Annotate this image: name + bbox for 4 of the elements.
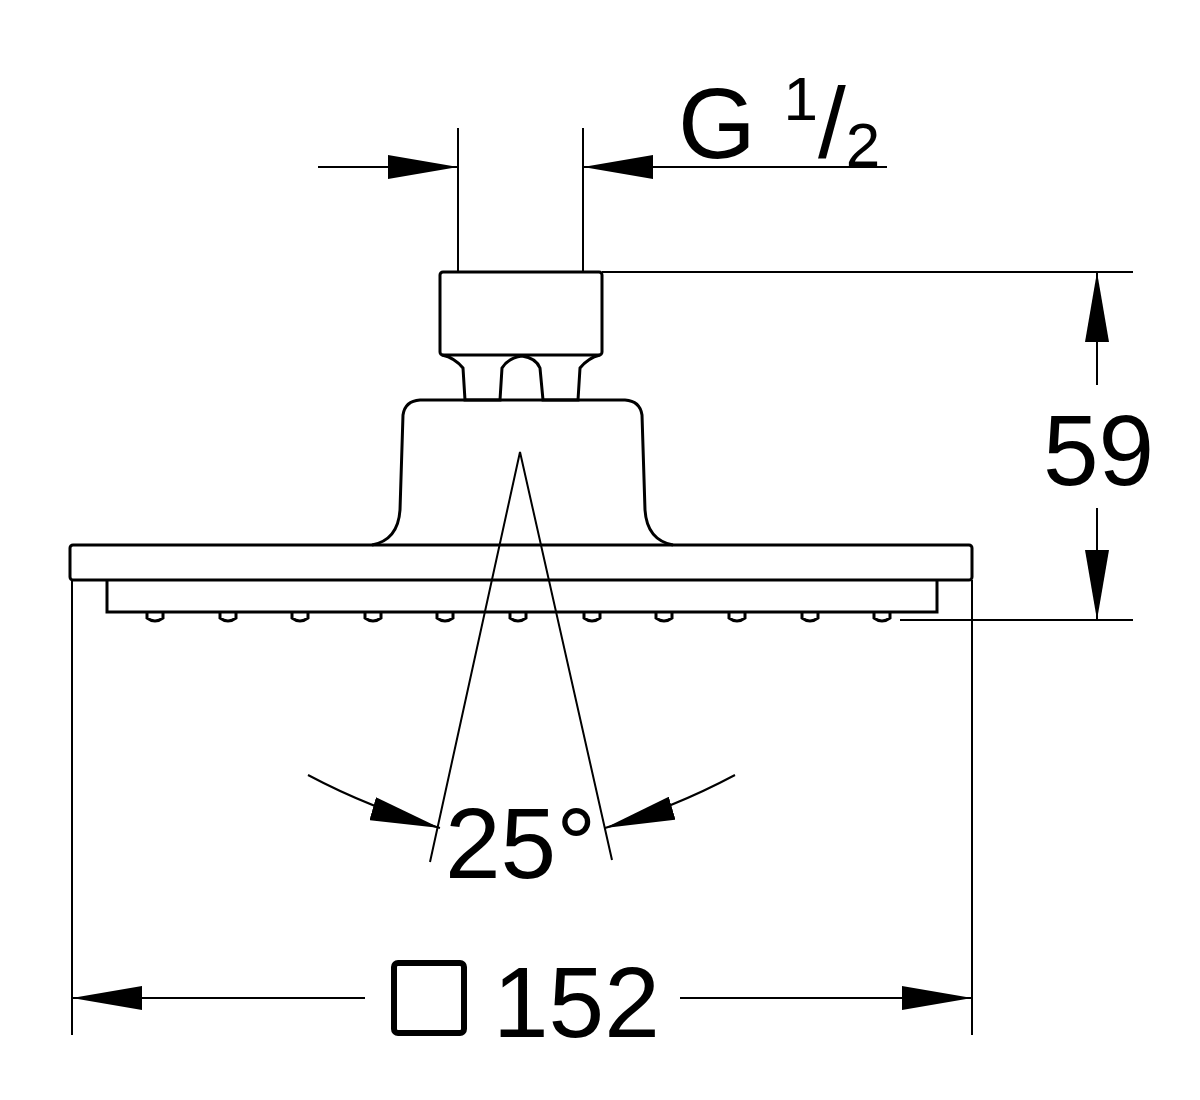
dimension-value: 59 [1043,400,1155,500]
dimension-value: 152 [493,952,660,1052]
angle-value: 25° [445,793,597,893]
thread-size-label: G $^{1}$/$_{2}$ [678,68,881,176]
